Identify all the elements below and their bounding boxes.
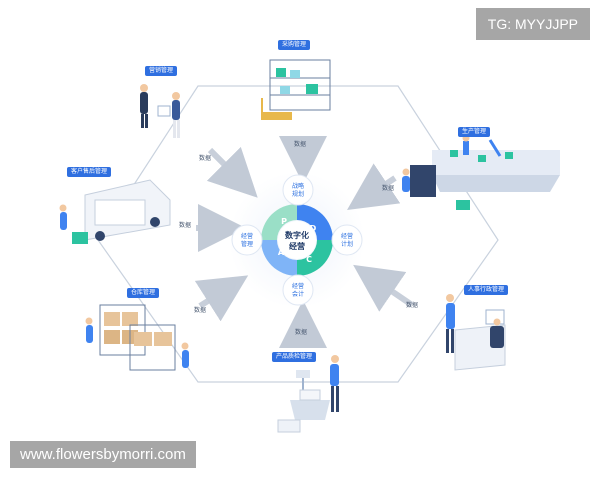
tag-procurement: 采购管理: [278, 40, 311, 50]
arrow-production: [347, 163, 401, 210]
tag-marketing: 营销管理: [145, 66, 178, 76]
tag-hr: 人事行政管理: [464, 285, 509, 295]
cycle-node-strategy: 战略 规划: [282, 174, 314, 206]
data-flow-arrows: [194, 136, 414, 348]
tag-production: 生产管理: [458, 127, 491, 137]
svg-text:规划: 规划: [292, 190, 304, 198]
production-illustration: [402, 134, 560, 210]
pdca-segment-p: [297, 204, 333, 240]
svg-text:计划: 计划: [341, 240, 353, 248]
svg-text:经营: 经营: [292, 282, 304, 290]
pdca-segment-a: [261, 204, 297, 240]
pdca-cycle: P D C A 数字化 经营: [261, 204, 333, 276]
tag-after-sales: 客户售后管理: [67, 167, 112, 177]
data-label-procurement: 数据: [294, 140, 306, 148]
pdca-letter-d: D: [310, 224, 317, 233]
pdca-segment-d: [297, 240, 333, 276]
arrow-hr: [353, 264, 414, 312]
svg-text:战略: 战略: [292, 182, 304, 190]
pdca-letter-a: A: [278, 248, 285, 257]
pdca-letter-c: C: [306, 255, 312, 264]
data-label-warehouse: 数据: [194, 306, 206, 314]
center-title-line1: 数字化: [285, 230, 309, 240]
svg-text:会计: 会计: [292, 290, 304, 298]
quality-illustration: [277, 355, 339, 433]
tag-warehouse: 仓库管理: [127, 288, 160, 298]
center-title-line2: 经营: [289, 241, 305, 251]
svg-text:经营: 经营: [241, 232, 253, 240]
cycle-node-management: 经营 管理: [231, 224, 263, 256]
hr-illustration: [446, 294, 506, 371]
watermark-bottom: www.flowersbymorri.com: [10, 441, 196, 468]
center-core: [278, 221, 316, 259]
data-label-quality: 数据: [295, 328, 307, 336]
arrow-marketing: [206, 146, 258, 198]
data-label-production: 数据: [382, 184, 394, 192]
data-label-marketing: 数据: [199, 154, 211, 162]
pdca-segment-c: [261, 240, 297, 276]
tag-quality: 产品质检管理: [272, 352, 317, 362]
watermark-top: TG: MYYJJPP: [475, 8, 590, 40]
arrow-warehouse: [194, 275, 249, 322]
svg-text:管理: 管理: [241, 240, 253, 248]
marketing-illustration: [140, 84, 180, 138]
after-sales-illustration: [59, 179, 171, 244]
data-label-hr: 数据: [406, 301, 418, 309]
warehouse-illustration: [85, 304, 189, 371]
cycle-node-accounting: 经营 会计: [282, 274, 314, 306]
svg-text:经营: 经营: [341, 232, 353, 240]
cycle-node-plan: 经营 计划: [331, 224, 363, 256]
data-label-after-sales: 数据: [179, 221, 191, 229]
procurement-illustration: [261, 59, 331, 120]
pdca-letter-p: P: [281, 217, 287, 226]
